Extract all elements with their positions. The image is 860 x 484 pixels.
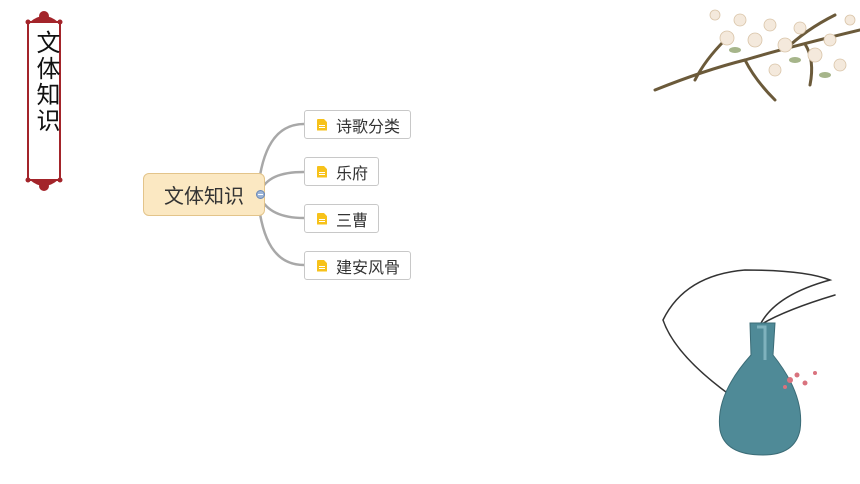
document-icon	[317, 118, 327, 131]
title-banner	[25, 11, 63, 191]
connector-2	[258, 170, 305, 193]
document-icon	[317, 212, 327, 225]
child-node-4[interactable]: 建安风骨	[304, 251, 412, 280]
child-label: 建安风骨	[336, 257, 401, 277]
root-node[interactable]: 文体知识	[143, 173, 265, 216]
child-node-3[interactable]: 三曹	[304, 204, 380, 233]
vase-decoration	[662, 269, 836, 456]
child-label: 乐府	[336, 163, 369, 183]
document-icon	[317, 165, 327, 178]
document-icon	[317, 259, 327, 272]
child-label: 三曹	[336, 210, 369, 230]
banner-title: 文体知识	[32, 30, 60, 134]
child-node-2[interactable]: 乐府	[304, 157, 380, 186]
child-label: 诗歌分类	[336, 116, 401, 136]
blossom-branch-decoration	[653, 9, 860, 102]
connector-3	[258, 196, 305, 220]
collapse-toggle-icon[interactable]	[256, 190, 265, 199]
child-node-1[interactable]: 诗歌分类	[304, 110, 412, 139]
root-label: 文体知识	[164, 184, 244, 208]
